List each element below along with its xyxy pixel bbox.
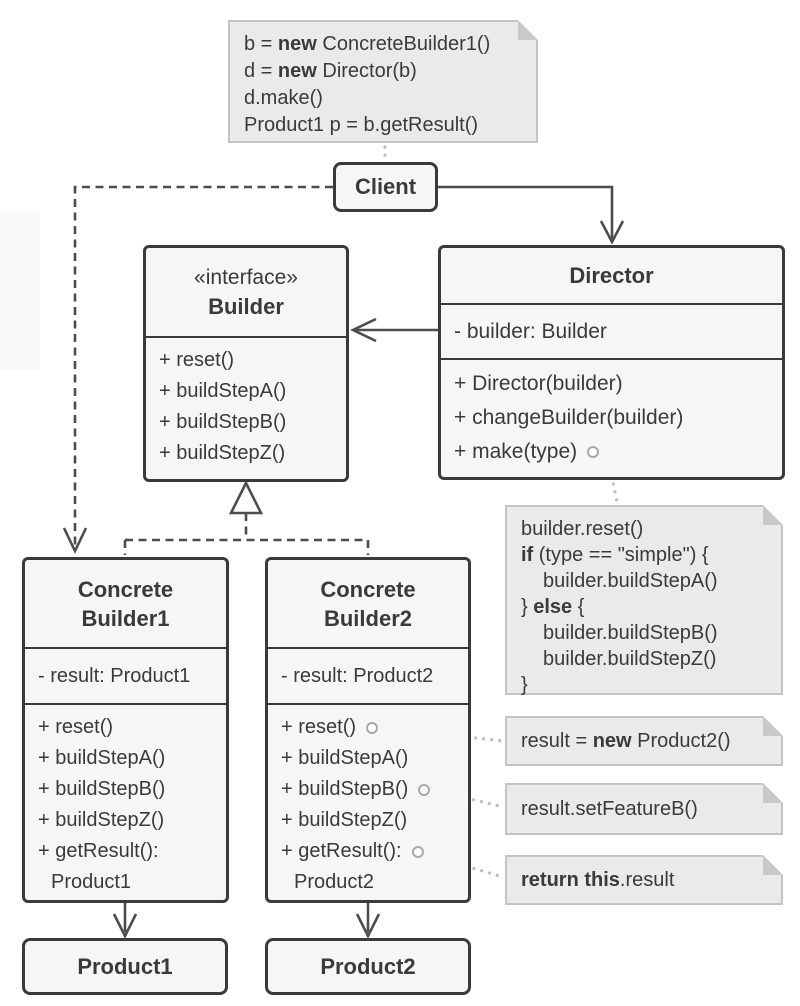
methods-compartment: + Director(builder) + changeBuilder(buil… bbox=[441, 358, 782, 477]
method: + buildStepB() bbox=[38, 778, 166, 800]
method: + buildStepZ() bbox=[38, 809, 165, 831]
note-line: result.setFeatureB() bbox=[521, 797, 698, 820]
method: + reset() bbox=[281, 712, 468, 743]
note-line: builder.reset() bbox=[521, 518, 644, 540]
edge-director-builder bbox=[349, 317, 438, 343]
method: + make(type) bbox=[454, 435, 782, 469]
note-client-code: b = new ConcreteBuilder1() d = new Direc… bbox=[228, 20, 538, 143]
attributes-compartment: - result: Product1 bbox=[25, 647, 226, 703]
background-artifact bbox=[0, 212, 40, 370]
class-title: Director bbox=[569, 263, 654, 288]
method: + buildStepB() bbox=[281, 774, 468, 805]
class-title: Client bbox=[354, 174, 417, 199]
note-line: d = new Director(b) bbox=[244, 60, 417, 82]
note-line: } else { bbox=[521, 596, 585, 618]
method: + reset() bbox=[38, 716, 114, 738]
attribute: - result: Product1 bbox=[38, 664, 191, 687]
class-title: Builder2 bbox=[323, 605, 413, 631]
arrowhead-triangle bbox=[228, 480, 264, 515]
note-anchor-circle bbox=[411, 845, 424, 858]
attribute: - result: Product2 bbox=[281, 664, 434, 687]
method: + Director(builder) bbox=[454, 372, 623, 395]
methods-compartment: + reset() + buildStepA() + buildStepB() … bbox=[268, 703, 468, 900]
class-title-compartment: Concrete Builder1 bbox=[25, 560, 226, 647]
class-builder-interface: «interface» Builder + reset() + buildSte… bbox=[143, 245, 349, 482]
class-title: Product2 bbox=[320, 953, 416, 979]
class-title: Concrete bbox=[77, 576, 174, 602]
note-line: result = new Product2() bbox=[521, 729, 731, 752]
arrowhead-open bbox=[349, 317, 377, 343]
method: + changeBuilder(builder) bbox=[454, 406, 684, 429]
note-anchor-circle bbox=[418, 783, 431, 796]
note-line: builder.buildStepA() bbox=[543, 570, 718, 592]
attributes-compartment: - result: Product2 bbox=[268, 647, 468, 703]
attribute: - builder: Builder bbox=[454, 319, 607, 343]
note-line: if (type == "simple") { bbox=[521, 544, 709, 566]
edge-cb2-product2 bbox=[355, 903, 381, 939]
note-line: builder.buildStepB() bbox=[543, 622, 718, 644]
class-title-compartment: Concrete Builder2 bbox=[268, 560, 468, 647]
note-make-code: builder.reset() if (type == "simple") { … bbox=[505, 505, 783, 696]
method: + buildStepZ() bbox=[281, 809, 408, 831]
class-title: Builder bbox=[208, 294, 284, 319]
arrowhead-open bbox=[599, 220, 625, 245]
arrowhead-open bbox=[112, 913, 138, 939]
note-line: d.make() bbox=[244, 87, 323, 109]
note-line: builder.buildStepZ() bbox=[543, 648, 717, 670]
method: + getResult(): bbox=[38, 840, 159, 862]
stereotype-label: «interface» bbox=[194, 266, 298, 289]
method: + buildStepB() bbox=[159, 411, 287, 433]
note-setfeatureb: result.setFeatureB() bbox=[505, 783, 783, 835]
methods-compartment: + reset() + buildStepA() + buildStepB() … bbox=[146, 336, 346, 479]
arrowhead-open bbox=[62, 527, 88, 555]
attributes-compartment: - builder: Builder bbox=[441, 303, 782, 358]
method: + buildStepA() bbox=[159, 380, 287, 402]
class-director: Director - builder: Builder + Director(b… bbox=[438, 245, 785, 480]
class-product2: Product2 bbox=[265, 938, 471, 995]
method: + buildStepZ() bbox=[159, 442, 286, 464]
note-return-result: return this.result bbox=[505, 855, 783, 905]
class-concretebuilder2: Concrete Builder2 - result: Product2 + r… bbox=[265, 557, 471, 903]
class-title: Concrete bbox=[320, 576, 416, 602]
class-title: Product1 bbox=[77, 953, 173, 979]
note-line: return this.result bbox=[521, 868, 675, 891]
arrowhead-open bbox=[355, 913, 381, 939]
method: + buildStepA() bbox=[38, 747, 166, 769]
class-product1: Product1 bbox=[22, 938, 228, 995]
class-title-compartment: Director bbox=[441, 248, 782, 303]
class-client: Client bbox=[333, 162, 438, 212]
class-title: Builder1 bbox=[81, 605, 170, 631]
method-return-type: Product1 bbox=[51, 871, 132, 893]
note-new-product2: result = new Product2() bbox=[505, 716, 783, 766]
method: + buildStepA() bbox=[281, 747, 409, 769]
class-title-compartment: «interface» Builder bbox=[146, 248, 346, 336]
methods-compartment: + reset() + buildStepA() + buildStepB() … bbox=[25, 703, 226, 900]
note-line: Product1 p = b.getResult() bbox=[244, 114, 479, 136]
method: + getResult(): bbox=[281, 836, 468, 867]
edge-realization-builder bbox=[123, 480, 370, 555]
method-return-type: Product2 bbox=[294, 871, 375, 893]
note-line: b = new ConcreteBuilder1() bbox=[244, 33, 491, 55]
method: + reset() bbox=[159, 349, 235, 371]
edge-cb1-product1 bbox=[112, 903, 138, 939]
edge-client-director bbox=[438, 185, 625, 245]
note-anchor-circle bbox=[366, 721, 379, 734]
note-line: } bbox=[521, 674, 528, 696]
note-anchor-circle bbox=[587, 446, 600, 458]
class-concretebuilder1: Concrete Builder1 - result: Product1 + r… bbox=[22, 557, 229, 903]
